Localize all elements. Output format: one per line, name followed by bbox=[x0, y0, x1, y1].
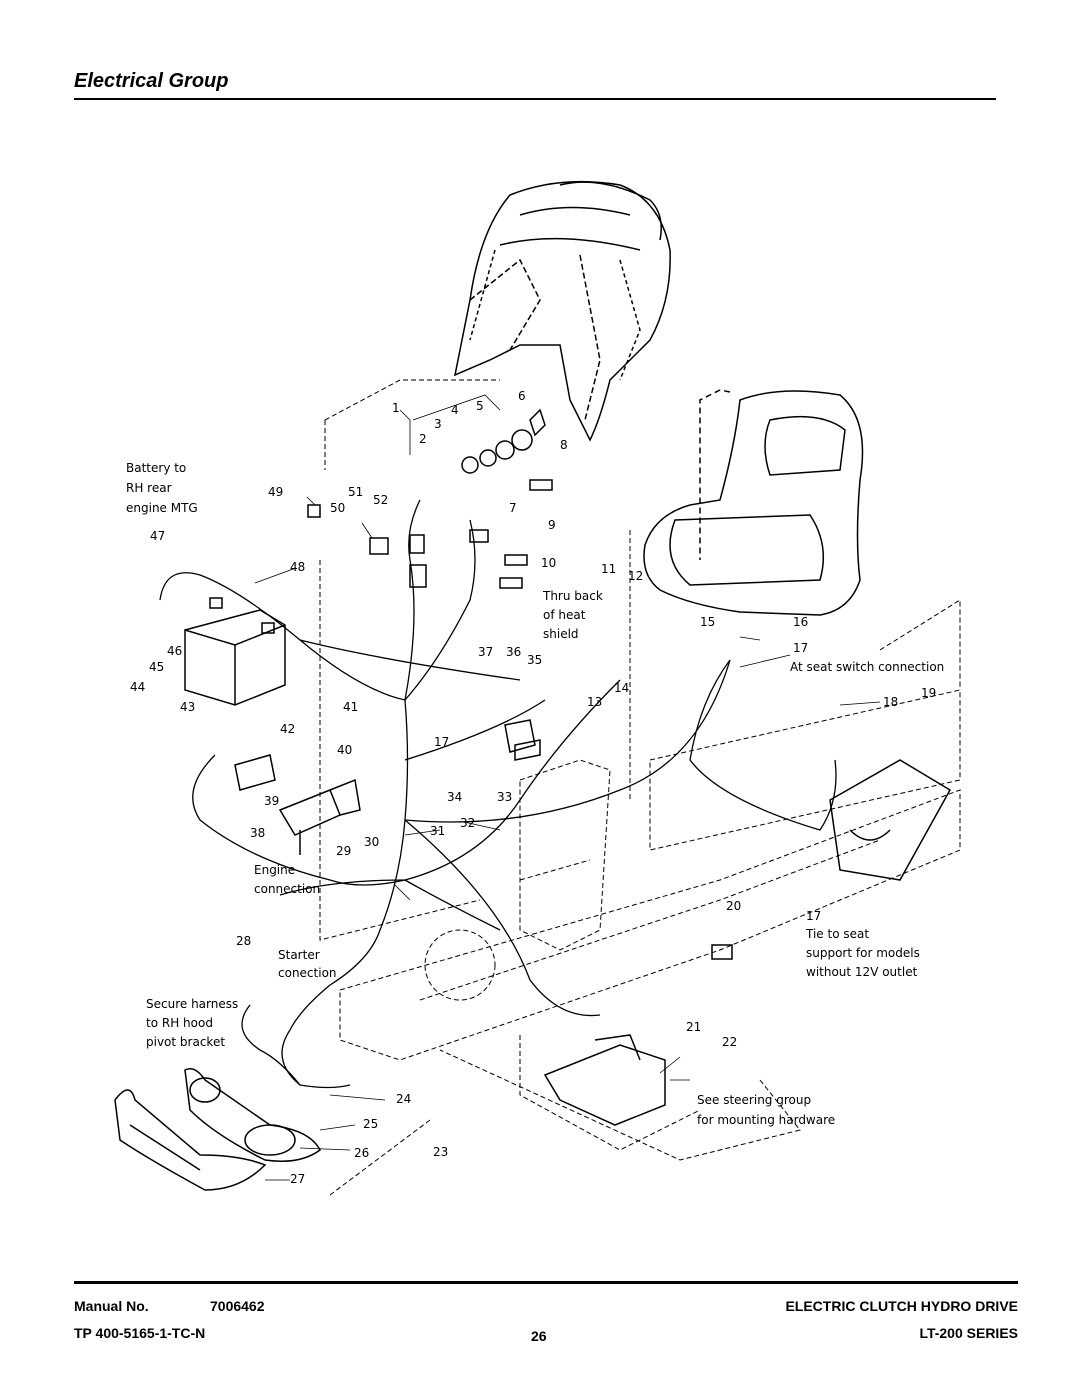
note-heat-shield-line-3: shield bbox=[543, 627, 579, 641]
series-name: LT-200 SERIES bbox=[919, 1325, 1018, 1341]
callout-8: 8 bbox=[560, 438, 568, 452]
note-heat-shield-line-1: Thru back bbox=[542, 589, 603, 603]
callout-31: 31 bbox=[430, 824, 445, 838]
callout-48: 48 bbox=[290, 560, 305, 574]
headlights bbox=[114, 1068, 321, 1191]
note-seat-switch: At seat switch connection bbox=[790, 660, 944, 674]
callout-41: 41 bbox=[343, 700, 358, 714]
callout-40: 40 bbox=[337, 743, 352, 757]
callout-51: 51 bbox=[348, 485, 363, 499]
callout-27: 27 bbox=[290, 1172, 305, 1186]
battery bbox=[184, 597, 286, 706]
frame bbox=[319, 379, 961, 1196]
callout-49: 49 bbox=[268, 485, 283, 499]
callout-13: 13 bbox=[587, 695, 602, 709]
hood bbox=[453, 180, 671, 442]
callout-17a: 17 bbox=[793, 641, 808, 655]
tp-number: TP 400-5165-1-TC-N bbox=[74, 1325, 206, 1341]
callout-9: 9 bbox=[548, 518, 556, 532]
callout-43: 43 bbox=[180, 700, 195, 714]
callout-3: 3 bbox=[434, 417, 442, 431]
page-number: 26 bbox=[531, 1328, 547, 1344]
callout-1: 1 bbox=[392, 401, 400, 415]
callout-2: 2 bbox=[419, 432, 427, 446]
note-battery-line-2: RH rear bbox=[126, 481, 172, 495]
callout-22: 22 bbox=[722, 1035, 737, 1049]
callout-25: 25 bbox=[363, 1117, 378, 1131]
callout-52: 52 bbox=[373, 493, 388, 507]
note-steering-line-2: for mounting hardware bbox=[697, 1113, 835, 1127]
callout-45: 45 bbox=[149, 660, 164, 674]
callout-6: 6 bbox=[518, 389, 526, 403]
callout-19: 19 bbox=[921, 686, 936, 700]
callout-26: 26 bbox=[354, 1146, 369, 1160]
callout-37: 37 bbox=[478, 645, 493, 659]
callout-39: 39 bbox=[264, 794, 279, 808]
callout-50: 50 bbox=[330, 501, 345, 515]
note-secure-line-3: pivot bracket bbox=[146, 1035, 225, 1049]
note-starter-line-1: Starter bbox=[278, 948, 320, 962]
note-secure-line-1: Secure harness bbox=[146, 997, 238, 1011]
callout-42: 42 bbox=[280, 722, 295, 736]
callout-36: 36 bbox=[506, 645, 521, 659]
callout-33: 33 bbox=[497, 790, 512, 804]
callout-11: 11 bbox=[601, 562, 616, 576]
callout-15: 15 bbox=[700, 615, 715, 629]
callout-18: 18 bbox=[883, 695, 898, 709]
brackets bbox=[234, 719, 952, 1126]
seat bbox=[643, 389, 864, 616]
callout-10: 10 bbox=[541, 556, 556, 570]
callout-21: 21 bbox=[686, 1020, 701, 1034]
callout-47: 47 bbox=[150, 529, 165, 543]
callout-35: 35 bbox=[527, 653, 542, 667]
callout-30: 30 bbox=[364, 835, 379, 849]
key-switch-parts bbox=[307, 408, 553, 761]
wiring-harness bbox=[159, 499, 837, 1089]
callout-12: 12 bbox=[628, 569, 643, 583]
footer-rule bbox=[74, 1281, 1018, 1284]
diagram-notes: Battery to RH rear engine MTG Thru back … bbox=[126, 461, 944, 1127]
note-secure-line-2: to RH hood bbox=[146, 1016, 213, 1030]
callout-29: 29 bbox=[336, 844, 351, 858]
callout-32: 32 bbox=[460, 816, 475, 830]
callout-4: 4 bbox=[451, 403, 459, 417]
callout-7: 7 bbox=[509, 501, 517, 515]
leader-lines bbox=[254, 394, 881, 1181]
callout-16: 16 bbox=[793, 615, 808, 629]
manual-number: 7006462 bbox=[210, 1298, 265, 1314]
header-rule bbox=[74, 98, 996, 100]
note-heat-shield-line-2: of heat bbox=[543, 608, 586, 622]
note-battery-line-3: engine MTG bbox=[126, 501, 198, 515]
callout-34: 34 bbox=[447, 790, 462, 804]
note-tie-seat-line-2: support for models bbox=[806, 946, 920, 960]
page-title: Electrical Group bbox=[74, 70, 229, 92]
callout-5: 5 bbox=[476, 399, 484, 413]
product-name: ELECTRIC CLUTCH HYDRO DRIVE bbox=[785, 1298, 1018, 1314]
note-steering-line-1: See steering group bbox=[697, 1093, 811, 1107]
callout-14: 14 bbox=[614, 681, 629, 695]
manual-label: Manual No. bbox=[74, 1298, 149, 1314]
callout-38: 38 bbox=[250, 826, 265, 840]
callout-46: 46 bbox=[167, 644, 182, 658]
callout-23: 23 bbox=[433, 1145, 448, 1159]
part-callouts: 1 2 3 4 5 6 7 8 9 10 11 12 13 14 15 16 1… bbox=[130, 389, 936, 1186]
note-starter-line-2: conection bbox=[278, 966, 337, 980]
note-tie-seat-line-3: without 12V outlet bbox=[806, 965, 918, 979]
callout-44: 44 bbox=[130, 680, 145, 694]
callout-20: 20 bbox=[726, 899, 741, 913]
note-engine-line-1: Engine bbox=[254, 863, 295, 877]
callout-17b: 17 bbox=[434, 735, 449, 749]
callout-28: 28 bbox=[236, 934, 251, 948]
note-battery-line-1: Battery to bbox=[126, 461, 186, 475]
note-engine-line-2: connection bbox=[254, 882, 320, 896]
note-tie-seat-line-1: Tie to seat bbox=[805, 927, 869, 941]
callout-24: 24 bbox=[396, 1092, 411, 1106]
callout-17c: 17 bbox=[806, 909, 821, 923]
